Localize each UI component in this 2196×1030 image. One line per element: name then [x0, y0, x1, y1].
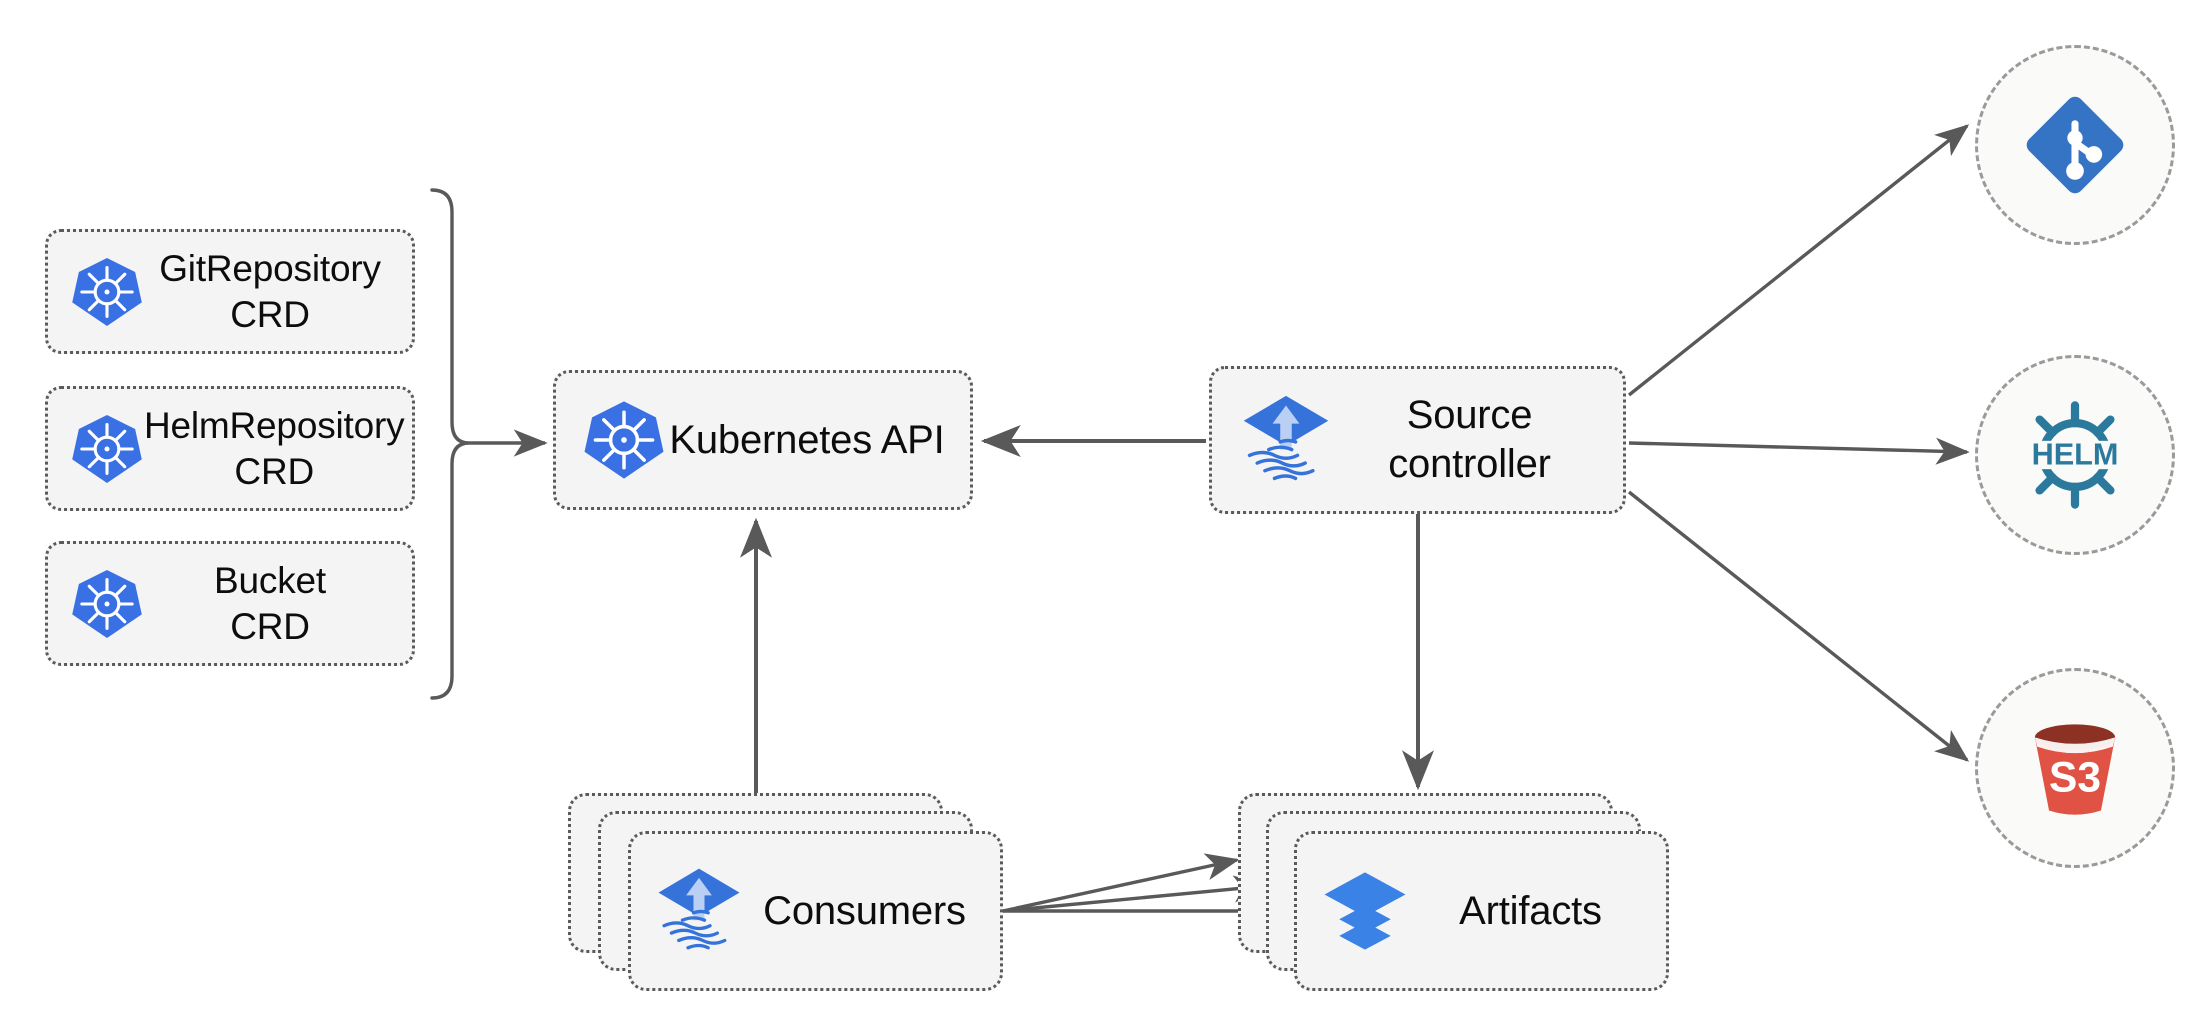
bucket-crd-label: Bucket CRD	[214, 560, 326, 647]
artifacts-label: Artifacts	[1459, 888, 1602, 933]
layers-icon	[1319, 865, 1411, 957]
source-controller-node[interactable]: Source controller	[1209, 366, 1626, 514]
edge-source-controller-to-git	[1627, 124, 1970, 397]
s3-source-node[interactable]: S3	[1975, 668, 2175, 868]
helm-icon: HELM	[2016, 396, 2134, 514]
bucket-crd-node[interactable]: Bucket CRD	[45, 541, 415, 666]
consumers-card-front[interactable]: Consumers	[628, 831, 1003, 991]
edge-source-controller-to-s3	[1627, 490, 1970, 762]
kubernetes-api-node[interactable]: Kubernetes API	[553, 370, 973, 510]
helmrepository-crd-node[interactable]: HelmRepository CRD	[45, 386, 415, 511]
flux-icon	[653, 865, 745, 957]
gitrepository-crd-label: GitRepository CRD	[159, 248, 381, 335]
s3-wordmark: S3	[2049, 755, 2101, 802]
flux-icon	[1238, 392, 1334, 488]
helm-source-node[interactable]: HELM	[1975, 355, 2175, 555]
consumers-label: Consumers	[763, 888, 966, 933]
artifacts-node[interactable]: Artifacts	[1238, 793, 1669, 991]
crd-group-bracket	[430, 188, 470, 700]
gitrepository-crd-node[interactable]: GitRepository CRD	[45, 229, 415, 354]
s3-icon: S3	[2016, 709, 2134, 827]
edge-consumers-to-artifacts-2	[1002, 875, 1268, 913]
kubernetes-api-label: Kubernetes API	[669, 417, 945, 462]
kubernetes-icon	[70, 567, 144, 641]
artifacts-card-front[interactable]: Artifacts	[1294, 831, 1669, 991]
consumers-node[interactable]: Consumers	[568, 793, 1003, 991]
kubernetes-icon	[70, 255, 144, 329]
source-controller-label: Source controller	[1388, 393, 1551, 486]
edge-consumers-to-artifacts-1	[1002, 853, 1240, 913]
helmrepository-crd-label: HelmRepository CRD	[144, 405, 405, 492]
git-icon	[2016, 86, 2134, 204]
git-source-node[interactable]	[1975, 45, 2175, 245]
helm-wordmark: HELM	[2032, 437, 2119, 471]
kubernetes-icon	[582, 398, 666, 482]
kubernetes-icon	[70, 412, 144, 486]
edge-source-controller-to-helm	[1628, 437, 1970, 465]
